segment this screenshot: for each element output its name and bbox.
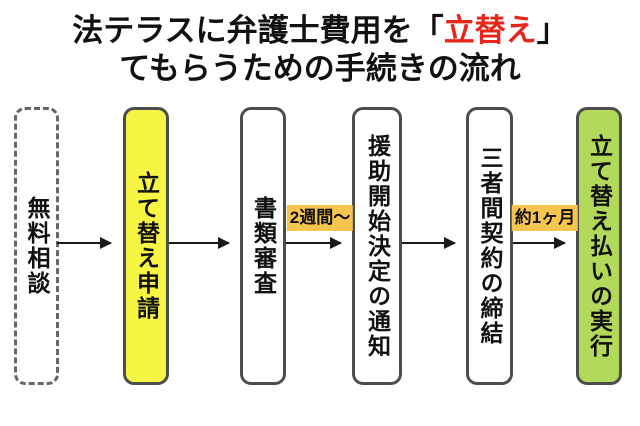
step-label: 書類審査 [250, 196, 277, 296]
title-line2: てもらうための手続きの流れ [119, 51, 521, 86]
flow-arrow-4 [402, 237, 456, 249]
page-title: 法テラスに弁護士費用を「立替え」 てもらうための手続きの流れ [0, 12, 640, 88]
flow-arrow-2 [169, 237, 230, 249]
step-label: 無料相談 [24, 196, 50, 296]
flow-arrow-3 [286, 237, 342, 249]
step-free-consultation: 無料相談 [14, 107, 59, 385]
step-document-review: 書類審査 [240, 107, 286, 385]
flow-arrow-1 [57, 237, 112, 249]
title-highlight: 立替え [443, 13, 537, 48]
duration-label-two-weeks: 2週間〜 [286, 205, 354, 231]
flow-arrow-5 [513, 237, 566, 249]
step-advance-application: 立て替え申請 [123, 107, 169, 385]
step-label: 立て替え払いの実行 [586, 133, 613, 359]
step-advance-payment-execution: 立て替え払いの実行 [576, 107, 622, 385]
step-tripartite-contract: 三者間契約の締結 [466, 107, 513, 385]
step-label: 立て替え申請 [133, 171, 160, 321]
title-line1-after: 」 [536, 13, 568, 48]
step-label: 三者間契約の締結 [477, 146, 503, 346]
title-line1-before: 法テラスに弁護士費用を「 [72, 13, 444, 48]
duration-label-one-month: 約1ヶ月 [511, 205, 579, 231]
step-aid-decision-notice: 援助開始決定の通知 [352, 107, 402, 385]
step-label: 援助開始決定の通知 [364, 133, 391, 359]
